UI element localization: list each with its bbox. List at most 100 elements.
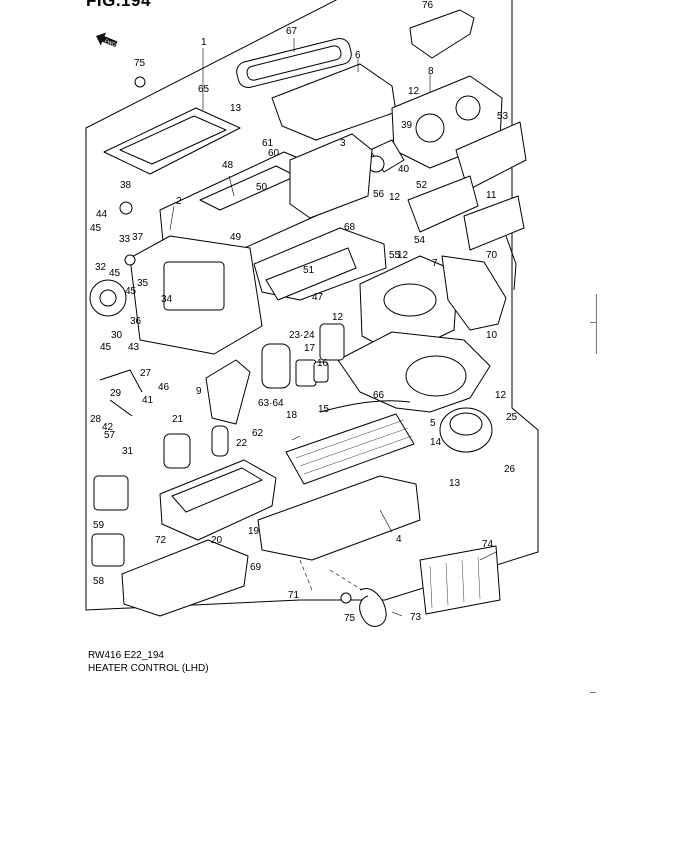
diagram-name: HEATER CONTROL (LHD) — [88, 663, 209, 674]
part-9-duct — [205, 359, 251, 425]
callout-13: 13 — [230, 103, 242, 114]
callout-12: 12 — [389, 192, 401, 203]
leader-lines — [169, 38, 497, 617]
callout-25: 25 — [506, 412, 518, 423]
callout-44: 44 — [96, 209, 108, 220]
side-mark — [596, 294, 597, 354]
callout-1: 1 — [201, 37, 207, 48]
callout-75: 75 — [134, 58, 146, 69]
callout-7: 7 — [432, 258, 438, 269]
callout-38: 38 — [120, 180, 132, 191]
callout-5: 5 — [430, 418, 436, 429]
callout-9: 9 — [196, 386, 202, 397]
callout-70: 70 — [486, 250, 498, 261]
part-linkage — [99, 369, 143, 417]
part-21-plate — [163, 433, 191, 469]
callout-59: 59 — [93, 520, 105, 531]
callout-2: 2 — [176, 196, 182, 207]
callout-69: 69 — [250, 562, 262, 573]
callout-46: 46 — [158, 382, 170, 393]
callout-63·64: 63·64 — [258, 398, 284, 409]
part-11-bracket — [463, 195, 525, 251]
callout-12: 12 — [408, 86, 420, 97]
part-16-valve — [313, 361, 329, 383]
callout-3: 3 — [340, 138, 346, 149]
part-72-case — [121, 539, 249, 617]
part-47-plate — [265, 247, 357, 301]
callout-39: 39 — [401, 120, 413, 131]
callout-42: 42 — [102, 422, 114, 433]
callout-60: 60 — [268, 148, 280, 159]
part-59-actuator — [93, 475, 129, 511]
callout-21: 21 — [172, 414, 184, 425]
callout-49: 49 — [230, 232, 242, 243]
callout-22: 22 — [236, 438, 248, 449]
callout-20: 20 — [211, 535, 223, 546]
figure-title: FIG.194 — [86, 0, 151, 10]
part-14-evaporator — [285, 413, 415, 485]
callout-labels: 1234567891011121212121213131415161718192… — [90, 0, 518, 624]
callout-51: 51 — [303, 265, 315, 276]
callout-76: 76 — [422, 0, 434, 11]
callout-29: 29 — [110, 388, 122, 399]
callout-45: 45 — [125, 286, 137, 297]
callout-12: 12 — [397, 250, 409, 261]
callout-61: 61 — [262, 138, 274, 149]
part-17-valve — [295, 359, 317, 387]
svg-text:FWD: FWD — [104, 38, 117, 48]
callout-71: 71 — [288, 590, 300, 601]
callout-23·24: 23·24 — [289, 330, 315, 341]
callout-57: 57 — [104, 430, 116, 441]
callout-11: 11 — [486, 190, 497, 201]
callout-43: 43 — [128, 342, 140, 353]
callout-15: 15 — [318, 404, 330, 415]
part-66-pipe — [319, 400, 411, 413]
callout-50: 50 — [256, 182, 268, 193]
callout-36: 36 — [130, 316, 142, 327]
part-70-sensor — [505, 235, 517, 291]
part-22-pipe — [211, 425, 229, 457]
part-3-block — [289, 133, 373, 219]
callout-75: 75 — [344, 613, 356, 624]
callout-34: 34 — [161, 294, 173, 305]
callout-33: 33 — [119, 234, 131, 245]
callout-48: 48 — [222, 160, 234, 171]
part-20-heater-core — [159, 459, 277, 541]
callout-66: 66 — [373, 390, 385, 401]
callout-30: 30 — [111, 330, 123, 341]
callout-67: 67 — [286, 26, 298, 37]
diagram-frame — [85, 0, 539, 611]
callout-53: 53 — [497, 111, 509, 122]
part-52-panel — [407, 175, 479, 233]
fwd-arrow-icon: FWD — [96, 32, 118, 48]
callout-14: 14 — [430, 437, 442, 448]
callout-54: 54 — [414, 235, 426, 246]
side-tick-lower — [590, 692, 596, 693]
callout-56: 56 — [373, 189, 385, 200]
callout-4: 4 — [396, 534, 402, 545]
callout-18: 18 — [286, 410, 298, 421]
callout-68: 68 — [344, 222, 356, 233]
callout-16: 16 — [317, 358, 329, 369]
callout-13: 13 — [449, 478, 461, 489]
part-58-actuator — [91, 533, 125, 567]
callout-72: 72 — [155, 535, 167, 546]
callout-12: 12 — [332, 312, 344, 323]
callout-6: 6 — [355, 50, 361, 61]
callout-10: 10 — [486, 330, 498, 341]
callout-37: 37 — [132, 232, 144, 243]
callout-58: 58 — [93, 576, 105, 587]
callout-40: 40 — [398, 164, 410, 175]
callout-45: 45 — [90, 223, 102, 234]
callout-26: 26 — [504, 464, 516, 475]
part-53-core — [455, 121, 527, 191]
callout-35: 35 — [137, 278, 149, 289]
callout-28: 28 — [90, 414, 102, 425]
part-76-cover — [409, 9, 475, 59]
callout-47: 47 — [312, 292, 324, 303]
callout-8: 8 — [428, 66, 434, 77]
callout-12: 12 — [495, 390, 507, 401]
callout-73: 73 — [410, 612, 422, 623]
callout-32: 32 — [95, 262, 107, 273]
